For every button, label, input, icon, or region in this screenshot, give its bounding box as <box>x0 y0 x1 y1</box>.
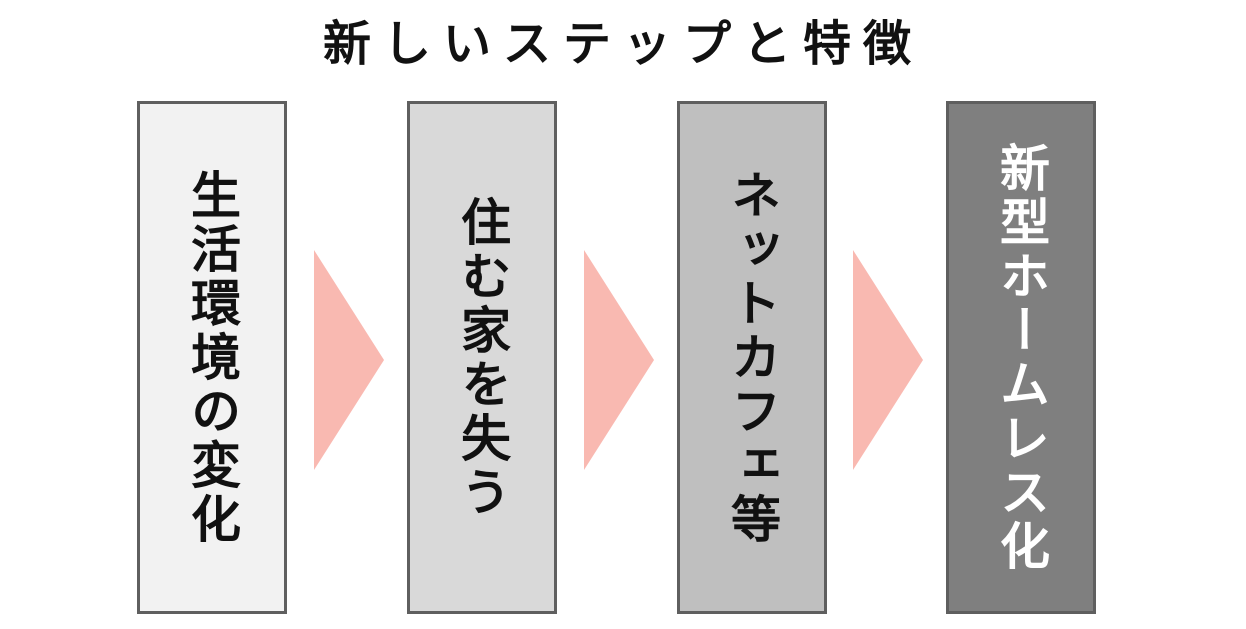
arrow-1 <box>314 250 384 470</box>
arrow-3 <box>853 250 923 470</box>
step-box-4: 新型ホームレス化 <box>946 101 1096 614</box>
arrow-2 <box>584 250 654 470</box>
diagram-title: 新しいステップと特徴 <box>322 16 923 72</box>
step-box-2: 住む家を失う <box>407 101 557 614</box>
step-label-2: 住む家を失う <box>453 195 511 520</box>
step-label-1: 生活環境の変化 <box>183 168 241 547</box>
step-label-3: ネットカフェ等 <box>723 168 781 547</box>
step-box-3: ネットカフェ等 <box>677 101 827 614</box>
step-label-4: 新型ホームレス化 <box>992 141 1050 574</box>
step-box-1: 生活環境の変化 <box>137 101 287 614</box>
